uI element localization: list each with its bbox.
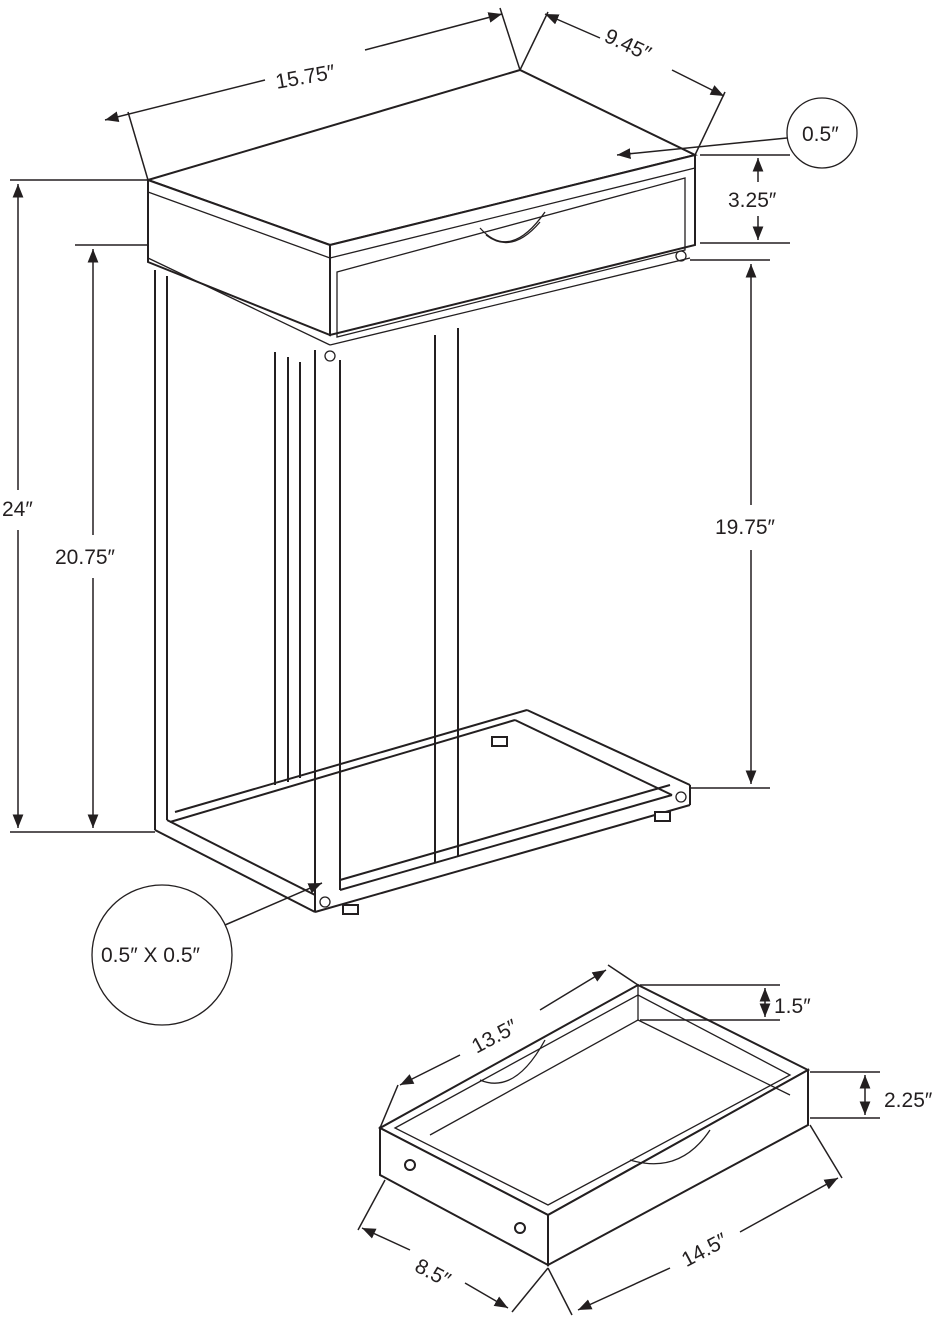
label-clearance-height: 19.75″ xyxy=(715,516,776,539)
label-drawer-inner-depth: 1.5″ xyxy=(774,995,811,1018)
label-drawer-inner-length: 13.5″ xyxy=(468,1015,522,1058)
label-top-depth: 9.45″ xyxy=(601,25,655,66)
label-top-thickness: 0.5″ xyxy=(802,123,839,146)
dimension-lines xyxy=(10,7,880,1316)
label-frame-height: 20.75″ xyxy=(55,546,116,569)
label-tube-size: 0.5″ X 0.5″ xyxy=(101,944,200,967)
metal-frame xyxy=(154,270,691,915)
label-drawer-width: 8.5″ xyxy=(411,1254,455,1292)
table-top xyxy=(144,68,698,362)
drawer xyxy=(377,983,811,1267)
label-top-width: 15.75″ xyxy=(274,61,338,94)
label-drawer-length: 14.5″ xyxy=(678,1229,732,1272)
label-drawer-box-height: 3.25″ xyxy=(728,189,777,212)
label-drawer-height: 2.25″ xyxy=(884,1089,933,1112)
label-total-height: 24″ xyxy=(2,498,33,521)
